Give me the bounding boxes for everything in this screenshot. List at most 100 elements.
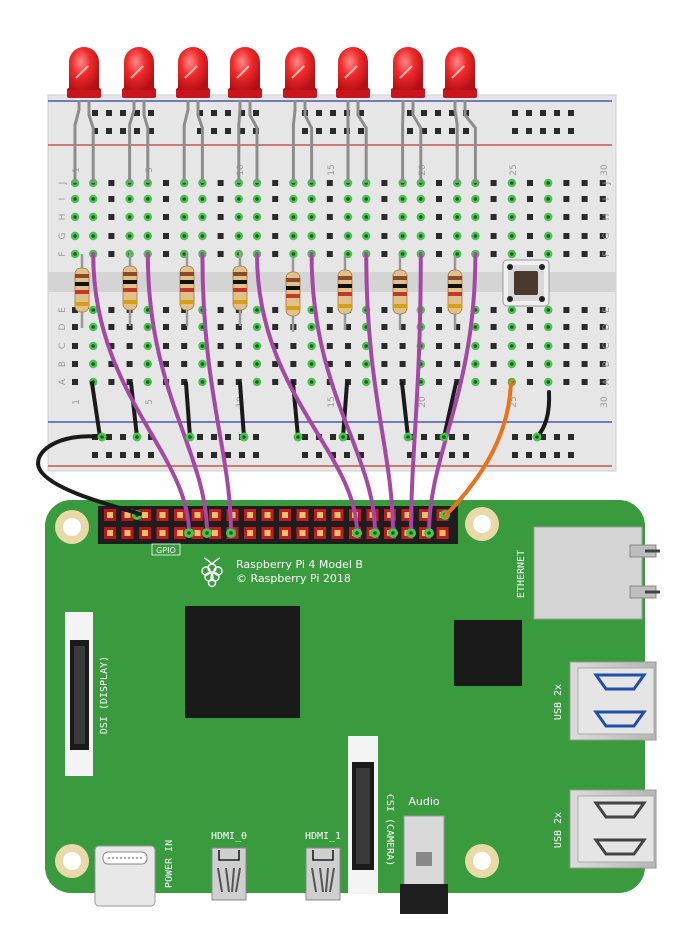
power-port bbox=[94, 845, 156, 907]
pushbutton[interactable] bbox=[502, 259, 550, 307]
breadboard-hole bbox=[272, 251, 279, 257]
rail-hole bbox=[106, 110, 112, 116]
breadboard-hole bbox=[217, 233, 224, 239]
rail-hole bbox=[134, 452, 140, 458]
breadboard-hole bbox=[217, 251, 224, 257]
wire-gnd-to-pi bbox=[36, 434, 142, 516]
rail-hole bbox=[358, 452, 364, 458]
resistor-6 bbox=[337, 256, 353, 330]
rail-hole bbox=[253, 434, 259, 440]
breadboard-hole bbox=[290, 343, 297, 349]
breadboard-hole bbox=[217, 379, 224, 385]
breadboard-holes bbox=[70, 110, 606, 458]
breadboard-hole bbox=[454, 343, 461, 349]
rail-hole bbox=[344, 452, 350, 458]
breadboard-hole bbox=[381, 343, 388, 349]
breadboard-hole bbox=[126, 324, 133, 330]
raspberry-logo-icon bbox=[201, 557, 223, 588]
row-letter: H bbox=[602, 214, 612, 221]
breadboard-hole bbox=[381, 214, 388, 220]
rail-hole bbox=[435, 434, 441, 440]
breadboard-hole bbox=[527, 180, 533, 186]
gpio-label-box bbox=[151, 543, 181, 556]
breadboard-hole bbox=[272, 361, 279, 367]
rail-hole bbox=[463, 128, 469, 134]
breadboard-hole bbox=[563, 233, 570, 239]
rail-hole bbox=[120, 452, 126, 458]
rail-hole bbox=[211, 434, 217, 440]
rail-hole bbox=[554, 452, 560, 458]
breadboard-hole bbox=[563, 307, 570, 313]
rail-hole bbox=[407, 128, 413, 134]
rail-hole bbox=[302, 434, 308, 440]
breadboard-hole bbox=[399, 324, 406, 330]
ethernet-port bbox=[533, 526, 660, 620]
column-number-bottom: 25 bbox=[509, 396, 519, 407]
rail-hole bbox=[239, 452, 245, 458]
breadboard-hole bbox=[599, 233, 606, 239]
led-4 bbox=[228, 47, 262, 183]
rail-hole bbox=[421, 434, 427, 440]
led-2 bbox=[122, 47, 156, 183]
wire-led-signal bbox=[427, 252, 478, 535]
breadboard-hole bbox=[399, 361, 406, 367]
soc-chip bbox=[185, 606, 300, 718]
board-copyright: © Raspberry Pi 2018 bbox=[236, 572, 351, 585]
rail-hole bbox=[358, 128, 364, 134]
resistor-2 bbox=[122, 252, 138, 326]
rail-hole bbox=[568, 110, 574, 116]
column-number: 5 bbox=[145, 167, 155, 173]
rail-hole bbox=[211, 110, 217, 116]
rail-hole bbox=[435, 128, 441, 134]
rail-hole bbox=[526, 434, 532, 440]
breadboard-hole bbox=[436, 251, 442, 257]
rail-hole bbox=[554, 128, 560, 134]
rail-hole bbox=[330, 434, 336, 440]
column-number-bottom: 20 bbox=[418, 396, 428, 408]
breadboard-hole bbox=[490, 251, 497, 257]
row-letter: H bbox=[58, 214, 68, 221]
rail-hole bbox=[526, 110, 532, 116]
rail-hole bbox=[512, 452, 518, 458]
rail-hole bbox=[449, 110, 455, 116]
wire-led-gnd bbox=[238, 381, 246, 439]
row-letter: B bbox=[58, 361, 68, 367]
ram-chip bbox=[454, 620, 522, 686]
breadboard-hole bbox=[108, 233, 115, 239]
column-number-bottom: 30 bbox=[600, 396, 610, 408]
breadboard-hole bbox=[563, 196, 570, 202]
breadboard-hole bbox=[217, 361, 224, 367]
usb3-label: USB 2x bbox=[553, 684, 564, 720]
led-3 bbox=[176, 47, 210, 183]
breadboard-hole bbox=[163, 180, 169, 186]
row-letter: F bbox=[58, 251, 68, 256]
rail-hole bbox=[540, 110, 546, 116]
breadboard-hole bbox=[490, 180, 497, 186]
rail-hole bbox=[568, 128, 574, 134]
rail-hole bbox=[239, 110, 245, 116]
breadboard-hole bbox=[272, 307, 279, 313]
breadboard-hole bbox=[527, 324, 533, 330]
breadboard-hole bbox=[235, 343, 242, 349]
rail-hole bbox=[92, 110, 98, 116]
breadboard-hole bbox=[181, 361, 188, 367]
rail-hole bbox=[435, 110, 441, 116]
breadboard-hole bbox=[381, 251, 388, 257]
rail-hole bbox=[330, 452, 336, 458]
rail-hole bbox=[148, 452, 154, 458]
breadboard-hole bbox=[326, 307, 333, 313]
rail-hole bbox=[302, 128, 308, 134]
wire-led-gnd bbox=[129, 381, 139, 439]
rail-hole bbox=[330, 128, 336, 134]
usb3-port bbox=[569, 661, 657, 741]
breadboard-hole bbox=[163, 251, 169, 257]
breadboard-hole bbox=[581, 343, 588, 349]
breadboard-hole bbox=[381, 233, 388, 239]
rail-hole bbox=[225, 110, 231, 116]
rail-hole bbox=[120, 128, 126, 134]
hdmi0-port bbox=[211, 847, 247, 901]
breadboard-hole bbox=[326, 214, 333, 220]
audio-label: Audio bbox=[408, 795, 440, 808]
rail-hole bbox=[120, 110, 126, 116]
breadboard-hole bbox=[436, 307, 442, 313]
